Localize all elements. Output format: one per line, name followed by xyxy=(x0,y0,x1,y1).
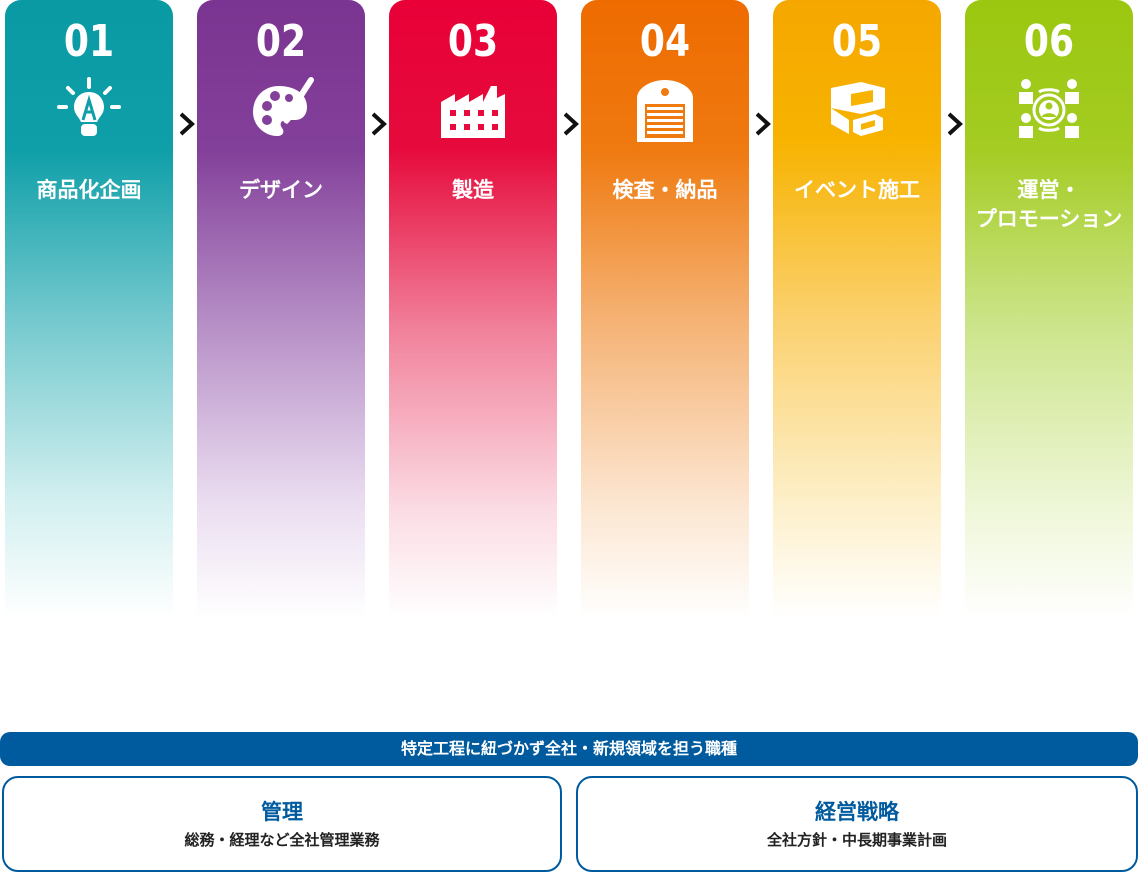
step-number: 03 xyxy=(447,16,499,67)
step-number: 02 xyxy=(255,16,307,67)
step-number: 04 xyxy=(639,16,691,67)
process-steps: 01 商品化企画 02 xyxy=(5,0,1133,622)
step-02-card: 02 デザイン xyxy=(197,0,365,622)
step-label: 製造 xyxy=(452,178,494,202)
step-label: 運営・ プロモーション xyxy=(975,178,1123,231)
step-number: 05 xyxy=(831,16,883,67)
step-01-card: 01 商品化企画 xyxy=(5,0,173,622)
step-label: 商品化企画 xyxy=(36,178,142,202)
chevron-right-icon xyxy=(753,111,773,137)
card-description: 総務・経理など全社管理業務 xyxy=(184,831,380,849)
lightbulb-icon xyxy=(53,74,125,146)
card-title: 経営戦略 xyxy=(815,800,899,824)
audience-icon xyxy=(1013,74,1085,146)
booth-icon xyxy=(821,74,893,146)
palette-icon xyxy=(245,74,317,146)
cross-functional-banner: 特定工程に紐づかず全社・新規領域を担う職種 xyxy=(0,732,1138,766)
card-description: 全社方針・中長期事業計画 xyxy=(766,831,947,849)
chevron-right-icon xyxy=(561,111,581,137)
step-03-card: 03 製造 xyxy=(389,0,557,622)
step-number: 06 xyxy=(1023,16,1075,67)
chevron-right-icon xyxy=(177,111,197,137)
warehouse-icon xyxy=(629,74,701,146)
step-05-card: 05 イベント施工 xyxy=(773,0,941,622)
factory-icon xyxy=(437,74,509,146)
step-label: 検査・納品 xyxy=(612,178,718,202)
chevron-right-icon xyxy=(945,111,965,137)
chevron-right-icon xyxy=(369,111,389,137)
step-number: 01 xyxy=(63,16,115,67)
step-label: イベント施工 xyxy=(794,178,920,202)
strategy-card: 経営戦略 全社方針・中長期事業計画 xyxy=(576,776,1138,872)
card-title: 管理 xyxy=(261,800,303,824)
step-06-card: 06 運営・ プロモーシ xyxy=(965,0,1133,622)
step-04-card: 04 検査・納品 xyxy=(581,0,749,622)
admin-card: 管理 総務・経理など全社管理業務 xyxy=(2,776,562,872)
step-label: デザイン xyxy=(239,178,323,202)
